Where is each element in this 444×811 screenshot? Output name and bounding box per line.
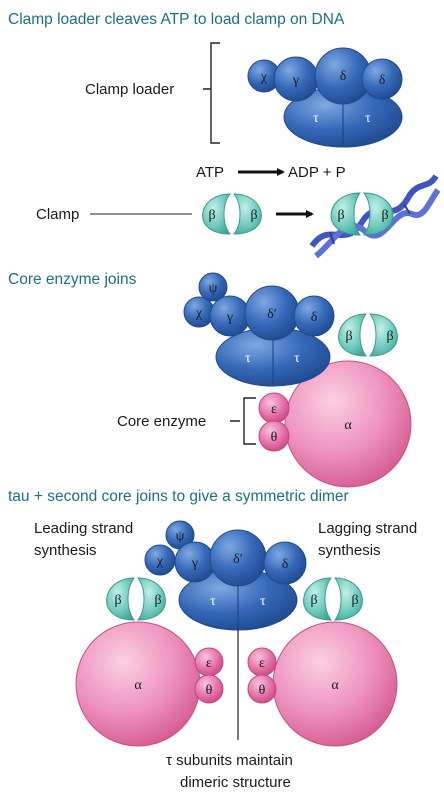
- lagging-strand-label: Lagging strand: [318, 520, 417, 537]
- beta-label: β: [337, 208, 344, 223]
- beta-right-half: [334, 577, 363, 621]
- beta-left-half: [330, 192, 361, 236]
- beta-left-half: [106, 577, 135, 621]
- beta-left-half: [338, 313, 367, 357]
- beta-clamp-free: β β: [202, 193, 262, 235]
- psi-label: ψ: [176, 529, 185, 544]
- beta-right-half: [363, 192, 394, 236]
- beta-label: β: [250, 208, 257, 223]
- tau-label: τ: [245, 351, 251, 366]
- tau-label: τ: [260, 594, 266, 609]
- beta-label: β: [154, 593, 161, 608]
- adp-label: ADP + P: [288, 164, 346, 181]
- beta-right-half: [232, 193, 262, 235]
- alpha-label: α: [331, 678, 339, 693]
- core-join-complex: α ε θ τ τ ψ χ γ δ′ δ β β: [183, 272, 412, 488]
- beta-label: β: [114, 593, 121, 608]
- alpha-label: α: [134, 678, 142, 693]
- clamp-loader-label: Clamp loader: [85, 81, 174, 98]
- core-enzyme-label: Core enzyme: [117, 413, 206, 430]
- tau-label: τ: [365, 111, 371, 126]
- epsilon-label: ε: [271, 402, 277, 417]
- delta-prime-label: δ′: [233, 552, 243, 567]
- delta-label: δ: [282, 557, 289, 572]
- beta-right-half: [137, 577, 166, 621]
- clamp-loader-bracket: [203, 42, 220, 144]
- tau-note-label: τ subunits maintain: [166, 752, 293, 769]
- delta-label-2: δ: [379, 73, 386, 88]
- tau-label: τ: [313, 111, 319, 126]
- theta-subunit: [258, 420, 290, 452]
- epsilon-label: ε: [259, 656, 265, 671]
- beta-label: β: [381, 208, 388, 223]
- beta-label: β: [386, 329, 393, 344]
- heading-panel3: tau + second core joins to give a symmet…: [8, 488, 349, 505]
- lagging-strand-label-2: synthesis: [318, 542, 381, 559]
- core-enzyme-bracket: [230, 397, 256, 445]
- clamp-loader-complex: τ τ χ γ δ δ: [247, 47, 403, 148]
- delta-label: δ: [311, 310, 318, 325]
- epsilon-label: ε: [206, 656, 212, 671]
- gamma-label: γ: [226, 310, 233, 325]
- heading-panel1: Clamp loader cleaves ATP to load clamp o…: [8, 11, 345, 28]
- chi-label: χ: [156, 554, 164, 569]
- leading-strand-label: Leading strand: [34, 520, 133, 537]
- delta-subunit-2: [361, 58, 403, 100]
- beta-label: β: [208, 208, 215, 223]
- delta-subunit: [263, 541, 307, 585]
- beta-left-half: [303, 577, 332, 621]
- tau-note-label-2: dimeric structure: [180, 774, 291, 791]
- heading-panel2: Core enzyme joins: [8, 271, 137, 288]
- beta-label: β: [351, 593, 358, 608]
- theta-subunit-right: [247, 674, 277, 704]
- tau-label: τ: [210, 594, 216, 609]
- theta-label: θ: [271, 430, 278, 445]
- beta-left-half: [202, 193, 232, 235]
- beta-label: β: [345, 329, 352, 344]
- dna-base-pair: [403, 203, 411, 215]
- dna-base-pair: [329, 231, 335, 245]
- theta-label: θ: [259, 683, 266, 698]
- theta-subunit-left: [194, 674, 224, 704]
- clamp-label: Clamp: [36, 206, 79, 223]
- theta-label: θ: [206, 683, 213, 698]
- alpha-subunit: [284, 360, 412, 488]
- atp-label: ATP: [196, 164, 224, 181]
- beta-label: β: [310, 593, 317, 608]
- psi-label: ψ: [209, 281, 218, 296]
- psi-subunit: [198, 272, 228, 302]
- chi-label: χ: [195, 306, 203, 321]
- gamma-label: γ: [191, 556, 198, 571]
- delta-prime-label: δ′: [267, 307, 277, 322]
- leading-strand-label-2: synthesis: [34, 542, 97, 559]
- delta-label: δ: [340, 69, 347, 84]
- tau-label: τ: [294, 351, 300, 366]
- symmetric-dimer-complex: α α ε θ ε θ β β β β τ τ ψ χ γ δ′ δ: [75, 520, 398, 747]
- chi-label: χ: [260, 70, 268, 85]
- alpha-label: α: [344, 418, 352, 433]
- beta-right-half: [369, 313, 398, 357]
- beta-clamp-loaded: β β: [330, 192, 394, 236]
- delta-subunit: [293, 295, 335, 337]
- gamma-label: γ: [292, 73, 299, 88]
